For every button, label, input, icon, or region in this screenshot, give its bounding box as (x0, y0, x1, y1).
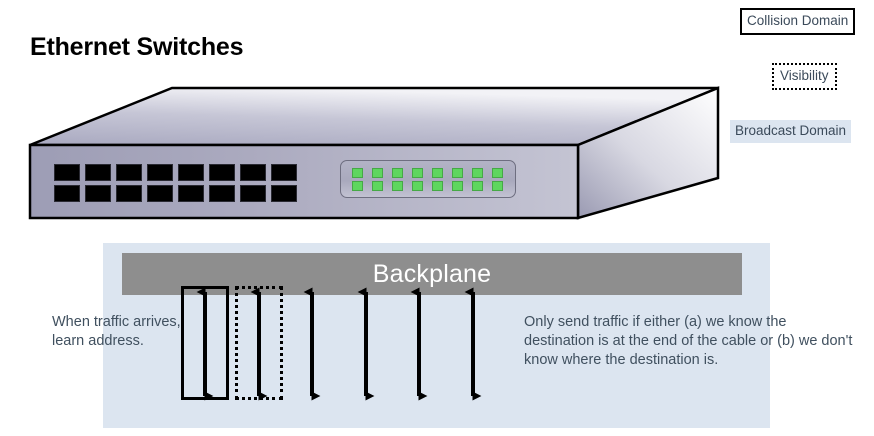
note-forwarding-rule: Only send traffic if either (a) we know … (524, 314, 853, 368)
page-title: Ethernet Switches (30, 33, 244, 61)
status-led (412, 181, 423, 191)
status-led (412, 168, 423, 178)
status-led (452, 168, 463, 178)
status-led (352, 168, 363, 178)
backplane-label: Backplane (372, 259, 492, 288)
switch-port[interactable] (116, 185, 142, 202)
legend-label-visibility: Visibility (780, 68, 829, 83)
switch-port[interactable] (178, 185, 204, 202)
switch-port-grid (54, 164, 297, 202)
legend-label-broadcast-domain: Broadcast Domain (735, 123, 847, 138)
status-led (472, 181, 483, 191)
switch-port[interactable] (116, 164, 142, 181)
status-led (492, 181, 503, 191)
switch-port[interactable] (85, 164, 111, 181)
switch-port[interactable] (147, 164, 173, 181)
switch-led-grid (352, 168, 503, 191)
status-led (432, 168, 443, 178)
switch-port[interactable] (209, 185, 235, 202)
status-led (432, 181, 443, 191)
note-learn-address: When traffic arrives, learn address. (52, 314, 181, 349)
switch-port[interactable] (147, 185, 173, 202)
switch-port[interactable] (54, 164, 80, 181)
visibility-box (235, 286, 283, 400)
legend-item-collision-domain: Collision Domain (740, 8, 856, 35)
switch-port[interactable] (271, 164, 297, 181)
switch-port[interactable] (178, 164, 204, 181)
status-led (352, 181, 363, 191)
status-led (452, 181, 463, 191)
switch-port[interactable] (85, 185, 111, 202)
switch-port[interactable] (54, 185, 80, 202)
status-led (472, 168, 483, 178)
status-led (372, 168, 383, 178)
status-led (392, 168, 403, 178)
status-led (392, 181, 403, 191)
status-led (372, 181, 383, 191)
ethernet-switch-chassis (28, 86, 720, 220)
switch-port[interactable] (209, 164, 235, 181)
switch-port[interactable] (240, 164, 266, 181)
status-led (492, 168, 503, 178)
switch-led-panel (340, 160, 516, 198)
collision-domain-box (181, 286, 229, 400)
legend-item-visibility: Visibility (772, 63, 837, 90)
legend-label-collision-domain: Collision Domain (747, 13, 849, 28)
switch-port[interactable] (240, 185, 266, 202)
legend-item-broadcast-domain: Broadcast Domain (730, 120, 852, 143)
switch-port[interactable] (271, 185, 297, 202)
